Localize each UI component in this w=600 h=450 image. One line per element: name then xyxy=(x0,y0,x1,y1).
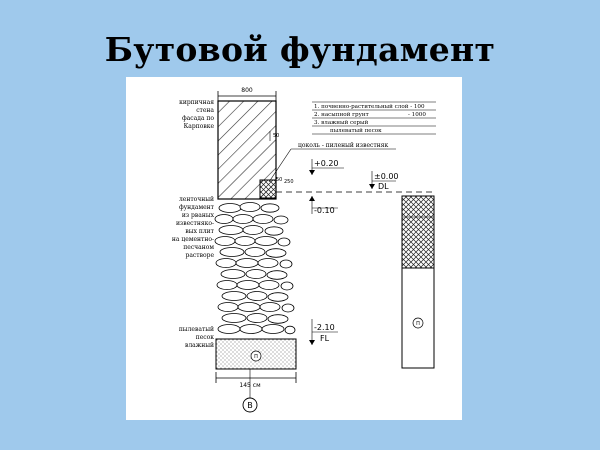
legend-item-2: 2. насыпной грунт xyxy=(314,112,369,118)
svg-text:вых плит: вых плит xyxy=(185,228,214,235)
axis-marker-b xyxy=(242,397,258,413)
soil-marker-left-label: П xyxy=(254,354,258,360)
axis-marker-b-label: В xyxy=(247,401,253,410)
level-plus-020: +0.20 xyxy=(309,159,344,175)
base-width-dimension: 145 см xyxy=(215,372,297,389)
svg-text:песчаном: песчаном xyxy=(183,244,214,251)
strip-foundation-label: ленточный фундамент из рваных известняко… xyxy=(172,196,215,259)
legend-item-4: пылеватый песок xyxy=(330,128,382,134)
level-minus-010: -0.10 xyxy=(309,196,338,215)
dim-250: 250 xyxy=(284,179,294,185)
level-000: ±0.00 DL xyxy=(369,171,399,191)
rubble-foundation xyxy=(214,202,296,335)
borehole-column-fill xyxy=(401,195,435,269)
svg-text:пылеватый: пылеватый xyxy=(179,326,214,333)
level-minus-210-text: -2.10 xyxy=(314,323,335,332)
foundation-drawing: 800 50 50 250 xyxy=(126,77,462,420)
svg-text:Карповке: Карповке xyxy=(184,123,215,130)
dim-50-top: 50 xyxy=(273,133,279,139)
level-fl-text: FL xyxy=(320,334,330,343)
level-000-text: ±0.00 xyxy=(374,172,399,181)
brick-wall-label: кирпичная стена фасада по Карповке xyxy=(179,99,214,130)
wall-width-dimension: 800 xyxy=(217,87,277,101)
svg-text:фасада по: фасада по xyxy=(182,115,214,122)
sand-bed-label: пылеватый песок влажный xyxy=(179,326,214,349)
level-minus-210: -2.10 FL xyxy=(309,319,338,345)
dim-50-side: 50 xyxy=(276,177,282,183)
legend-item-2-value: - 1000 xyxy=(408,112,426,118)
soil-marker-left xyxy=(250,350,262,362)
svg-text:известняко-: известняко- xyxy=(176,220,214,227)
soil-marker-right xyxy=(412,317,424,329)
svg-text:на цементно-: на цементно- xyxy=(172,236,214,243)
level-plus-020-text: +0.20 xyxy=(314,159,339,168)
svg-text:из рваных: из рваных xyxy=(182,212,215,219)
plinth-block xyxy=(259,179,277,199)
plinth-label: цоколь - пиленый известняк xyxy=(298,142,388,149)
level-minus-010-text: -0.10 xyxy=(314,206,335,215)
svg-text:стена: стена xyxy=(196,107,214,114)
svg-text:ленточный: ленточный xyxy=(179,196,214,203)
level-dl-text: DL xyxy=(378,182,389,191)
svg-text:кирпичная: кирпичная xyxy=(179,99,214,106)
wall-width-value: 800 xyxy=(241,87,253,94)
soil-legend: 1. почвенно-растительный слой - 100 2. н… xyxy=(312,101,436,135)
legend-item-3: 3. влажный серый xyxy=(314,120,368,126)
slide-title: Бутовой фундамент xyxy=(104,30,496,69)
foundation-section-svg: 800 50 50 250 xyxy=(172,87,436,413)
soil-marker-right-label: П xyxy=(416,321,420,327)
legend-item-1: 1. почвенно-растительный слой - 100 xyxy=(314,104,425,110)
svg-text:песок: песок xyxy=(196,334,215,341)
svg-text:растворе: растворе xyxy=(186,252,215,259)
svg-text:фундамент: фундамент xyxy=(179,204,215,211)
svg-text:влажный: влажный xyxy=(185,342,214,349)
